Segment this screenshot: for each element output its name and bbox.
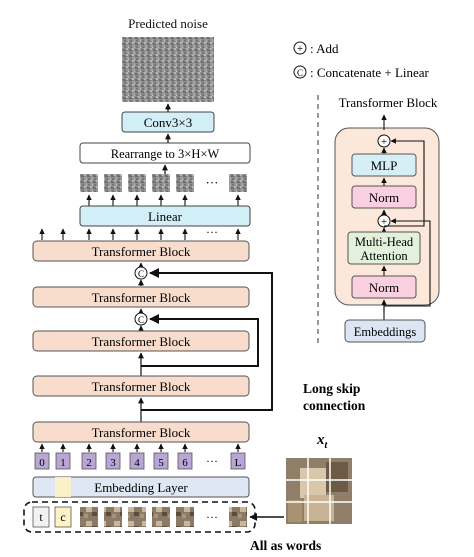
long-skip-connections <box>141 268 273 411</box>
detail-norm-top <box>351 185 417 209</box>
detail-attention <box>347 231 421 265</box>
time-token-label: t <box>39 510 43 524</box>
rearrange-box <box>79 142 251 164</box>
rearrange-label: Rearrange to 3×H×W <box>111 147 220 161</box>
position-token-row: 0 1 2 3 4 5 6 L <box>34 452 246 470</box>
transformer-block-5 <box>32 240 250 262</box>
add-legend-symbol: + <box>297 43 303 55</box>
embedding-layer-label: Embedding Layer <box>94 480 188 495</box>
transformer-block-1 <box>32 421 250 443</box>
predicted-noise-image <box>122 37 214 102</box>
predicted-noise-label: Predicted noise <box>128 16 208 31</box>
svg-text:Multi-Head: Multi-Head <box>355 235 414 249</box>
add-legend-text: : Add <box>310 41 339 56</box>
transformer-block-2-label: Transformer Block <box>92 379 191 394</box>
embedding-layer-box <box>32 476 250 498</box>
condition-token <box>54 506 72 528</box>
add-legend-icon <box>293 41 307 55</box>
svg-text:Attention: Attention <box>360 249 408 263</box>
concat-legend-icon <box>293 65 307 79</box>
position-token-6: 6 <box>182 457 188 469</box>
svg-text:Norm: Norm <box>369 190 399 205</box>
position-token-5: 5 <box>158 457 164 469</box>
svg-text:Norm: Norm <box>369 280 399 295</box>
image-patch-ellipsis: ··· <box>206 510 218 524</box>
position-token-2: 2 <box>86 457 92 469</box>
position-token-0: 0 <box>39 457 45 469</box>
concat-node-top <box>134 266 148 280</box>
svg-text:+: + <box>381 216 387 228</box>
long-skip-label-line1: Long skip <box>303 381 360 396</box>
detail-add-bottom <box>377 214 391 228</box>
xt-input-image <box>286 458 352 524</box>
detail-add-top <box>377 134 391 148</box>
transformer-block-3-label: Transformer Block <box>92 334 191 349</box>
transformer-block-4-label: Transformer Block <box>92 290 191 305</box>
transformer-block-4 <box>32 286 250 308</box>
transformer-block-2 <box>32 375 250 397</box>
position-token-1: 1 <box>60 457 66 469</box>
position-token-3: 3 <box>110 457 116 469</box>
long-skip-label-line2: connection <box>303 398 366 413</box>
all-as-words-label: All as words <box>250 538 321 553</box>
detail-mlp <box>351 153 417 177</box>
detail-norm-bottom <box>351 275 417 299</box>
transformer-block-5-label: Transformer Block <box>92 244 191 259</box>
concat-node-bottom-symbol: C <box>138 315 144 325</box>
output-patch-row <box>80 174 247 192</box>
detail-embeddings <box>344 319 426 343</box>
image-patch-tokens <box>80 507 247 527</box>
time-token <box>32 506 50 528</box>
concat-node-bottom <box>134 312 148 326</box>
linear-label: Linear <box>148 209 183 224</box>
concat-node-top-symbol: C <box>138 269 144 279</box>
position-token-ellipsis: ··· <box>206 454 218 468</box>
svg-text:Embeddings: Embeddings <box>354 325 417 339</box>
concat-legend-text: : Concatenate + Linear <box>310 65 430 80</box>
condition-token-label: c <box>60 510 65 524</box>
svg-text:MLP: MLP <box>371 158 398 173</box>
transformer-block-1-label: Transformer Block <box>92 425 191 440</box>
xt-label: xt <box>316 432 329 451</box>
concat-legend-symbol: C <box>297 68 303 78</box>
conv-label: Conv3×3 <box>144 115 193 130</box>
svg-text:+: + <box>381 136 387 148</box>
linear-box <box>79 205 251 227</box>
conv-box <box>121 111 215 133</box>
transformer-block-3 <box>32 330 250 352</box>
position-token-4: 4 <box>134 457 140 469</box>
detail-title: Transformer Block <box>339 95 438 110</box>
position-token-L: L <box>235 457 242 469</box>
patch-row-ellipsis: ··· <box>206 175 219 190</box>
linear-arrows-ellipsis: ··· <box>206 225 218 239</box>
